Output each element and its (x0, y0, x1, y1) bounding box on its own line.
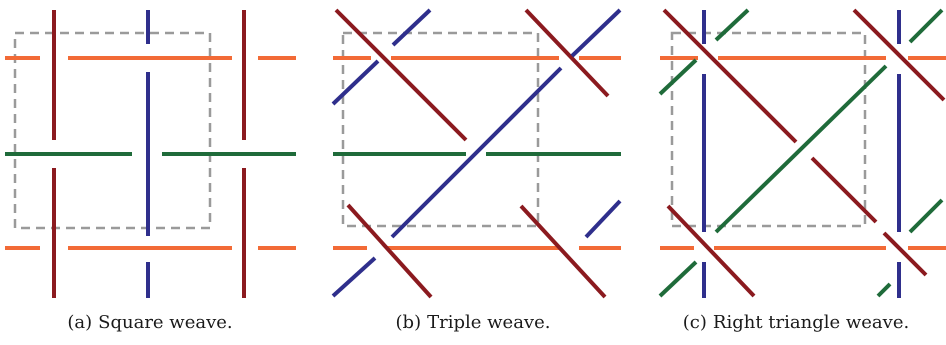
caption-c: (c)Right triangle weave. (646, 312, 946, 333)
caption-text: Square weave. (98, 312, 233, 333)
darkred-strand (662, 8, 946, 298)
darkred-strand-left (334, 8, 468, 299)
caption-tag: (a) (67, 312, 93, 333)
right-triangle-weave-diagram (658, 8, 946, 298)
panel-triple-weave: (b)Triple weave. (323, 0, 623, 345)
triple-weave-diagram (331, 8, 622, 299)
caption-tag: (c) (682, 312, 707, 333)
caption-tag: (b) (395, 312, 422, 333)
caption-text: Triple weave. (427, 312, 551, 333)
navy-strand (331, 8, 622, 298)
green-strand (658, 8, 944, 298)
unit-cell-box (341, 31, 540, 228)
square-weave-diagram (5, 10, 296, 298)
panel-right-triangle-weave: (c)Right triangle weave. (646, 0, 946, 345)
unit-cell-box (670, 31, 867, 228)
unit-cell-box (13, 31, 212, 230)
panel-square-weave: (a)Square weave. (0, 0, 300, 345)
caption-text: Right triangle weave. (712, 312, 910, 333)
caption-b: (b)Triple weave. (323, 312, 623, 333)
darkred-strand-right (519, 8, 610, 299)
caption-a: (a)Square weave. (0, 312, 300, 333)
